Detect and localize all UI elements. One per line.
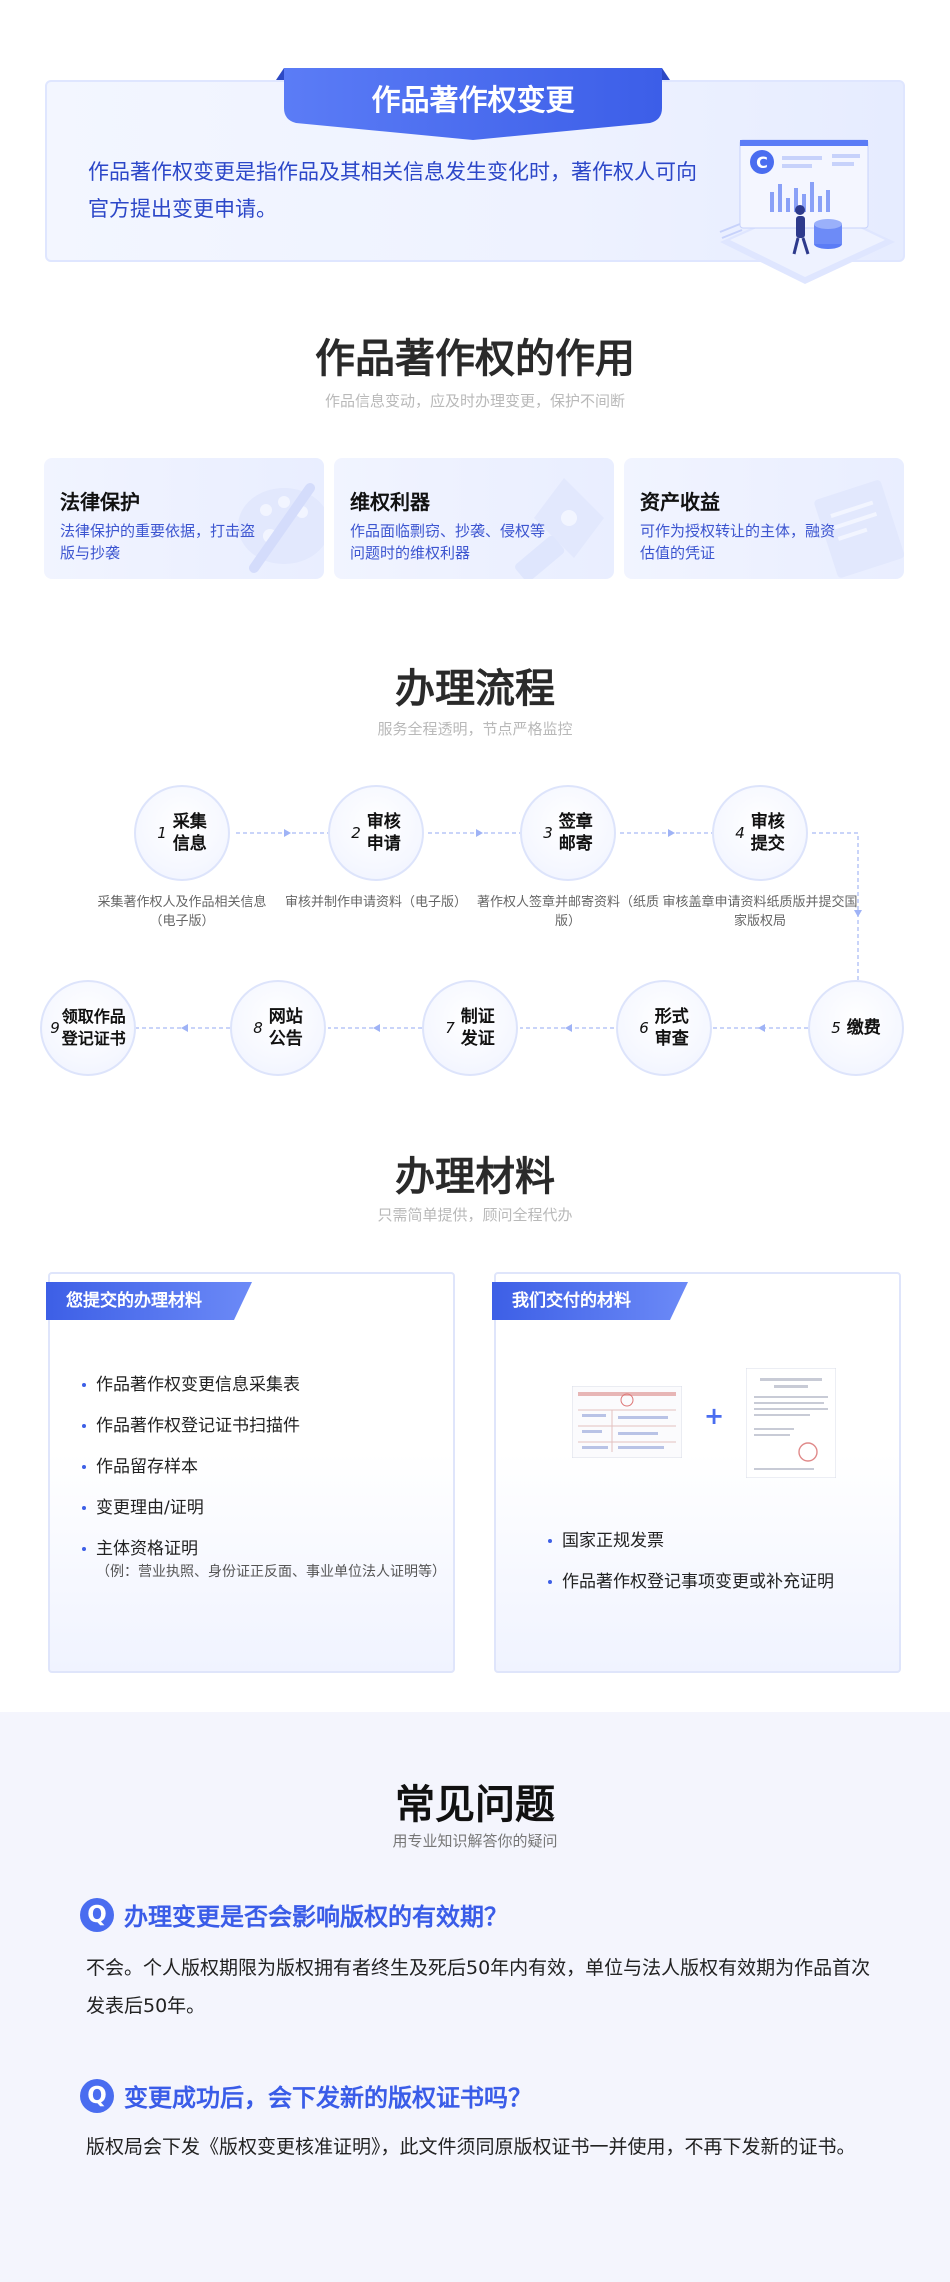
hero-title-ribbon: [276, 68, 670, 140]
hero-description: 作品著作权变更是指作品及其相关信息发生变化时，著作权人可向官方提出变更申请。: [88, 160, 697, 221]
process-step-7: 7 制证 发证: [422, 980, 518, 1076]
role-card-rights: 维权利器 作品面临剽窃、抄袭、侵权等问题时的维权利器: [334, 458, 614, 579]
plus-icon: +: [704, 1402, 725, 1430]
faq-section: [0, 1712, 950, 2282]
svg-text:C: C: [756, 153, 768, 172]
step-number: 1: [157, 824, 167, 842]
step-description: 采集著作权人及作品相关信息（电子版）: [97, 895, 267, 929]
process-step-9: 9 领取作品 登记证书: [40, 980, 136, 1076]
role-title: 维权利器: [350, 490, 430, 514]
step-description: 审核并制作申请资料（电子版）: [284, 895, 467, 910]
list-item: 作品留存样本: [80, 1454, 446, 1495]
document-pen-icon: [814, 480, 904, 578]
submit-materials-card: 您提交的办理材料 作品著作权变更信息采集表 作品著作权登记证书扫描件 作品留存样…: [46, 1272, 455, 1673]
step-label: 采集 信息: [172, 812, 207, 854]
role-card-legal: 法律保护 法律保护的重要依据，打击盗版与抄袭: [44, 458, 324, 579]
list-item: 作品著作权变更信息采集表: [80, 1372, 446, 1413]
roles-title: 作品著作权的作用: [315, 336, 635, 382]
hero-title: 作品著作权变更: [371, 83, 575, 117]
submit-materials-tab: 您提交的办理材料: [66, 1291, 202, 1311]
step-description: 著作权人签章并邮寄资料（纸质版）: [476, 895, 659, 929]
roles-subtitle: 作品信息变动，应及时办理变更，保护不间断: [324, 392, 625, 410]
step-number: 6: [639, 1019, 649, 1037]
question-badge-icon: Q: [80, 2078, 114, 2113]
deliver-materials-list: 国家正规发票 作品著作权登记事项变更或补充证明: [546, 1528, 834, 1610]
step-number: 5: [831, 1019, 841, 1037]
step-label: 缴费: [846, 1018, 881, 1038]
list-item-note: （例：营业执照、身份证正反面、事业单位法人证明等）: [96, 1564, 446, 1580]
question-text: 变更成功后，会下发新的版权证书吗？: [124, 2084, 532, 2112]
process-step-8: 8 网站 公告: [230, 980, 326, 1076]
pen-nib-icon: [515, 478, 604, 579]
step-number: 9: [50, 1019, 60, 1037]
step-number: 2: [351, 824, 361, 842]
step-label: 形式 审查: [654, 1007, 689, 1049]
process-step-2: 2 审核 申请: [328, 785, 424, 881]
faq-subtitle: 用专业知识解答你的疑问: [392, 1832, 558, 1850]
step-description: 审核盖章申请资料纸质版并提交国家版权局: [662, 895, 858, 929]
list-item: 国家正规发票: [546, 1528, 834, 1569]
faq-answer-2: 版权局会下发《版权变更核准证明》，此文件须同原版权证书一并使用，不再下发新的证书…: [86, 2136, 856, 2158]
copyright-illustration: C: [719, 139, 895, 284]
question-badge-icon: Q: [80, 1897, 114, 1932]
process-step-5: 5 缴费: [808, 980, 904, 1076]
role-card-assets: 资产收益 可作为授权转让的主体，融资估值的凭证: [624, 458, 904, 579]
list-item: 作品著作权登记事项变更或补充证明: [546, 1569, 834, 1610]
step-number: 8: [253, 1019, 263, 1037]
list-item: 作品著作权登记证书扫描件: [80, 1413, 446, 1454]
process-step-3: 3 签章 邮寄: [520, 785, 616, 881]
palette-brush-icon: [238, 483, 324, 573]
tab-ribbon: [46, 1282, 252, 1320]
step-number: 7: [445, 1019, 455, 1037]
step-label: 审核 申请: [366, 812, 401, 854]
process-step-6: 6 形式 审查: [616, 980, 712, 1076]
list-item: 变更理由/证明: [80, 1495, 446, 1536]
step-number: 3: [543, 824, 553, 842]
question-text: 办理变更是否会影响版权的有效期？: [124, 1903, 508, 1931]
process-title: 办理流程: [395, 666, 555, 712]
tab-ribbon: [492, 1282, 688, 1320]
faq-question-2: Q 变更成功后，会下发新的版权证书吗？: [80, 2078, 532, 2113]
step-label: 领取作品 登记证书: [61, 1007, 126, 1048]
process-step-1: 1 采集 信息: [134, 785, 230, 881]
step-label: 签章 邮寄: [558, 812, 593, 854]
role-desc: 可作为授权转让的主体，融资估值的凭证: [640, 522, 836, 562]
faq-question-1: Q 办理变更是否会影响版权的有效期？: [80, 1897, 508, 1932]
deliver-materials-card: 我们交付的材料 + 国家正规发票 作品著作权登记事项变更或补充证明: [492, 1272, 901, 1673]
faq-answer-1: 不会。个人版权期限为版权拥有者终生及死后50年内有效，单位与法人版权有效期为作品…: [86, 1957, 871, 2017]
process-connectors: [136, 829, 862, 1032]
role-desc: 法律保护的重要依据，打击盗版与抄袭: [60, 522, 256, 562]
role-desc: 作品面临剽窃、抄袭、侵权等问题时的维权利器: [350, 522, 546, 562]
invoice-image: [572, 1386, 682, 1458]
certificate-image: [746, 1368, 836, 1478]
step-label: 网站 公告: [268, 1007, 303, 1049]
role-title: 法律保护: [60, 490, 140, 514]
materials-title: 办理材料: [395, 1154, 555, 1200]
process-step-4: 4 审核 提交: [712, 785, 808, 881]
step-label: 审核 提交: [750, 812, 785, 854]
process-subtitle: 服务全程透明，节点严格监控: [377, 720, 573, 738]
step-number: 4: [735, 824, 745, 842]
deliver-materials-tab: 我们交付的材料: [512, 1291, 631, 1311]
submit-materials-list: 作品著作权变更信息采集表 作品著作权登记证书扫描件 作品留存样本 变更理由/证明…: [80, 1372, 446, 1596]
role-title: 资产收益: [640, 490, 720, 514]
list-item: 主体资格证明 （例：营业执照、身份证正反面、事业单位法人证明等）: [80, 1536, 446, 1596]
materials-subtitle: 只需简单提供，顾问全程代办: [377, 1206, 573, 1224]
faq-title: 常见问题: [395, 1782, 555, 1828]
step-label: 制证 发证: [460, 1007, 495, 1049]
